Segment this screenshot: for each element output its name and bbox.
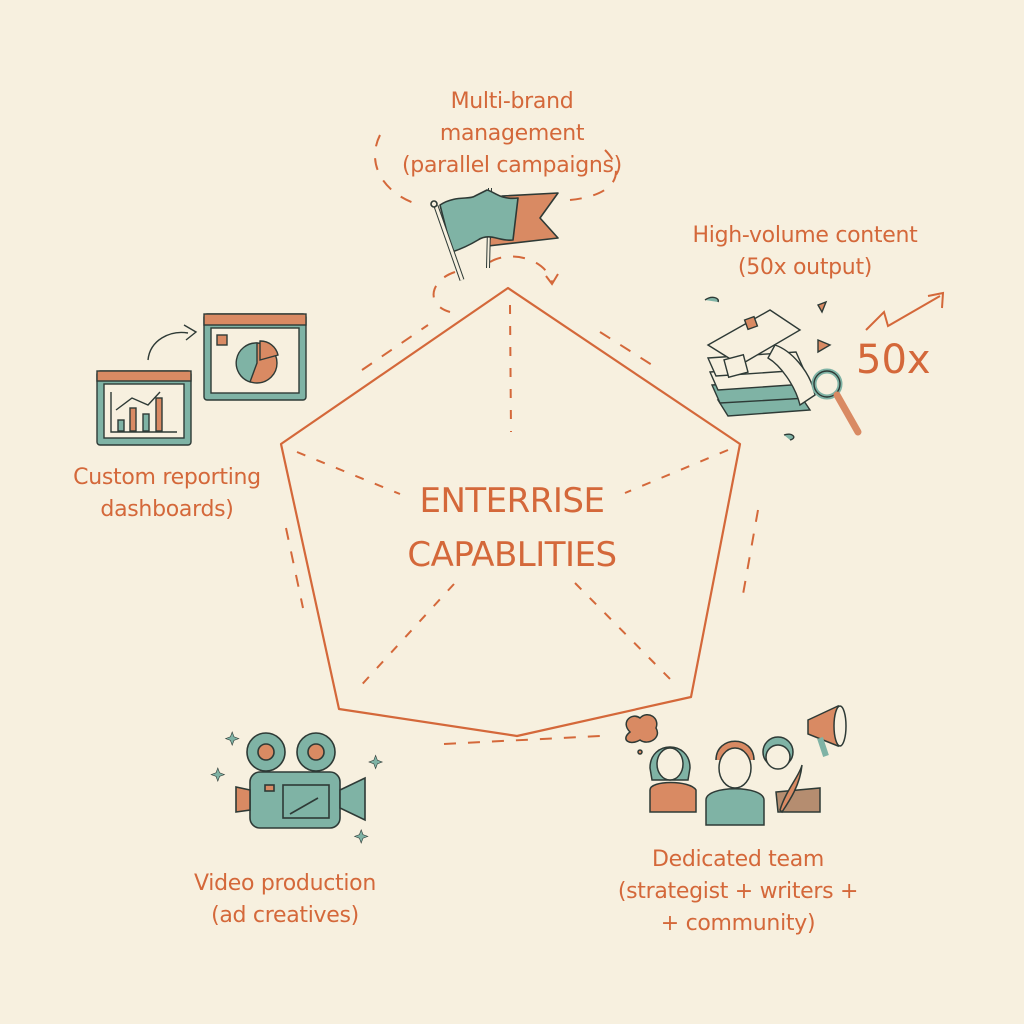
node-label-high-volume: High-volume content (50x output) xyxy=(660,220,950,284)
label-line: (ad creatives) xyxy=(211,903,359,928)
label-line: Multi-brand xyxy=(450,89,574,114)
dashed-spokes xyxy=(296,304,729,693)
title-line-2: CAPABLITIES xyxy=(407,535,617,575)
node-label-multi-brand: Multi-brand management (parallel campaig… xyxy=(372,86,652,182)
video-camera-icon xyxy=(235,732,366,829)
dashed-connectors xyxy=(285,134,759,745)
diagram-title: ENTERRISE CAPABLITIES xyxy=(362,474,662,582)
output-multiplier-badge: 50x xyxy=(856,337,931,383)
label-line: + community) xyxy=(660,911,816,936)
label-line: Video production xyxy=(194,871,376,896)
label-line: (parallel campaigns) xyxy=(402,153,622,178)
dashboard-icon xyxy=(96,313,307,446)
node-label-video-production: Video production (ad creatives) xyxy=(160,868,410,932)
title-line-1: ENTERRISE xyxy=(419,481,605,521)
document-stack-icon xyxy=(704,296,862,441)
label-line: (50x output) xyxy=(737,255,873,280)
label-line: Dedicated team xyxy=(651,847,825,872)
label-line: (strategist + writers + xyxy=(617,879,859,904)
flag-icon xyxy=(430,187,559,281)
label-line: Custom reporting xyxy=(73,465,261,490)
label-line: High-volume content xyxy=(692,223,918,248)
team-icon xyxy=(625,704,847,826)
growth-arrow-icon xyxy=(865,291,945,331)
sparkle-icons xyxy=(210,731,384,844)
label-line: management xyxy=(439,121,585,146)
node-label-dedicated-team: Dedicated team (strategist + writers + +… xyxy=(588,844,888,940)
node-label-custom-reporting: Custom reporting dashboards) xyxy=(42,462,292,526)
label-line: dashboards) xyxy=(100,497,234,522)
pentagon-outline xyxy=(279,286,742,738)
